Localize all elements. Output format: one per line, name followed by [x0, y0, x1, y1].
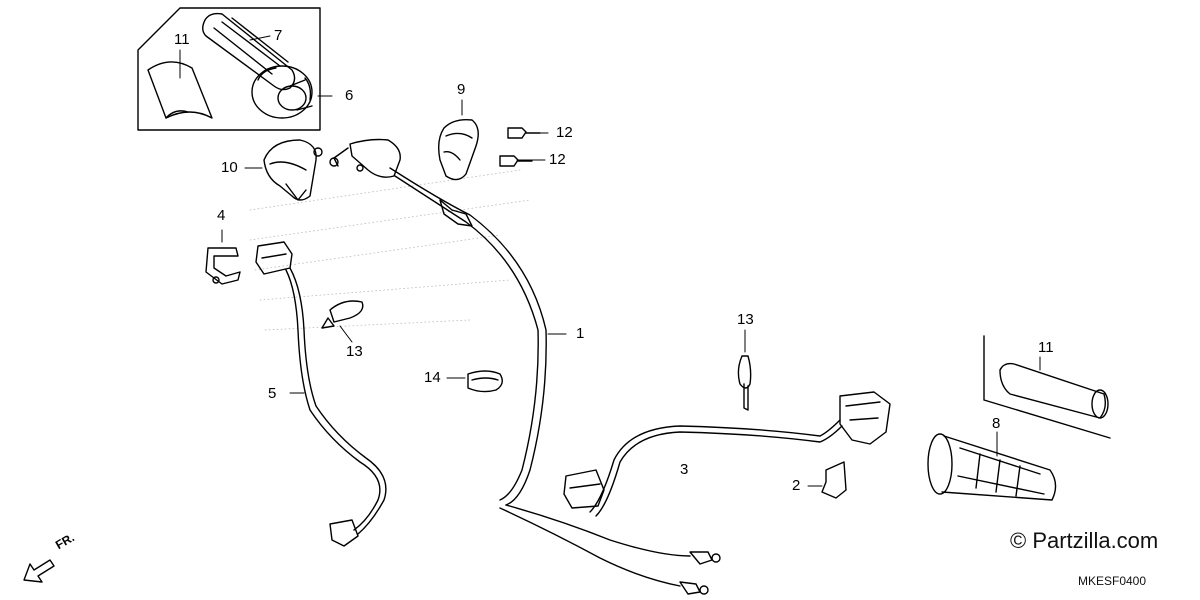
callout-8: 8: [992, 415, 1001, 432]
throttle-pipe-6: [251, 65, 313, 119]
grip-sleeve-11-upper: [147, 61, 213, 119]
callout-13-right: 13: [737, 311, 754, 328]
throttle-cable-end: [329, 138, 401, 178]
callout-9: 9: [457, 81, 466, 98]
callout-4: 4: [217, 207, 226, 224]
stop-switch-wire-5: [285, 267, 387, 547]
callout-12-lower: 12: [549, 151, 566, 168]
throttle-cable-1: [389, 167, 721, 595]
callout-7: 7: [274, 27, 283, 44]
callout-3: 3: [680, 461, 689, 478]
cable-clamp-14: [467, 370, 503, 393]
leader-lines: [179, 35, 1041, 487]
callout-14: 14: [424, 369, 441, 386]
callout-2: 2: [792, 477, 801, 494]
callout-12-upper: 12: [556, 124, 573, 141]
callout-11-right: 11: [1038, 339, 1054, 356]
grip-sleeve-11-right: [983, 335, 1111, 439]
band-13-right: [737, 355, 752, 411]
grip-8: [927, 433, 1057, 501]
callout-5: 5: [268, 385, 277, 402]
callout-1: 1: [576, 325, 585, 342]
clamp-2: [821, 461, 847, 499]
engine-stop-switch: [255, 241, 293, 275]
callout-13-left: 13: [346, 343, 363, 360]
background-watermark: [249, 169, 531, 331]
front-direction-arrow: [23, 559, 55, 583]
throttle-grip-kit-box: [137, 7, 321, 131]
throttle-housing-9: [437, 118, 479, 181]
diagram-code: MKESF0400: [1078, 574, 1147, 588]
band-13-left: [321, 300, 364, 329]
clamp-4: [205, 247, 241, 285]
copyright-watermark: © Partzilla.com: [1010, 528, 1159, 553]
lighting-switch-3: [563, 391, 891, 517]
callout-6: 6: [345, 87, 354, 104]
callout-11-kit: 11: [174, 31, 190, 48]
callout-10: 10: [221, 159, 238, 176]
throttle-housing-10: [263, 139, 323, 201]
bolt-12: [499, 127, 541, 167]
throttle-grip-7: [202, 12, 296, 91]
